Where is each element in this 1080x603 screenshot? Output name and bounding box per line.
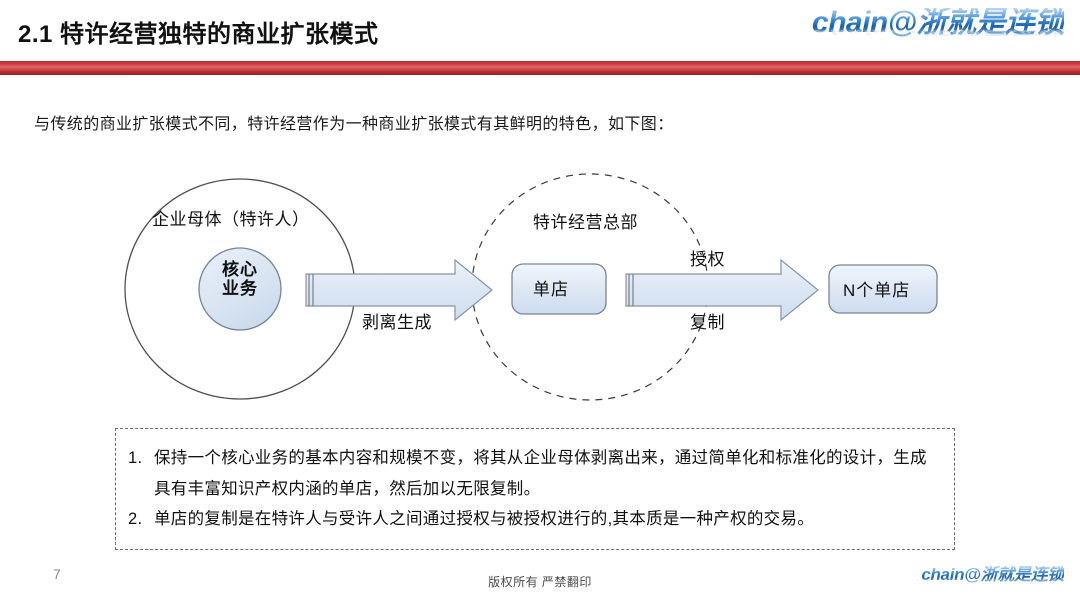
note-number: 2. <box>128 510 143 529</box>
note-number: 1. <box>128 449 143 467</box>
header-divider-bar <box>0 61 1080 75</box>
page-title: 2.1 特许经营独特的商业扩张模式 <box>18 21 379 48</box>
footer-brand-logo-text: chain@浙就是连锁 <box>921 565 1064 584</box>
arrow-authorize-label: 授权 <box>690 250 725 269</box>
core-business-label: 核心 业务 <box>199 260 281 298</box>
list-item: 1. 保持一个核心业务的基本内容和规模不变，将其从企业母体剥离出来，通过简单化和… <box>128 443 940 504</box>
footer-brand-logo: chain@浙就是连锁 chain@浙就是连锁 <box>921 566 1064 591</box>
parent-company-label: 企业母体（特许人） <box>152 210 310 229</box>
n-shops-box <box>828 264 938 314</box>
note-text: 单店的复制是在特许人与受许人之间通过授权与被授权进行的,其本质是一种产权的交易。 <box>154 510 815 529</box>
arrow-strip-generate <box>305 258 493 322</box>
brand-logo-reflection: chain@浙就是连锁 <box>764 30 1064 36</box>
note-text: 保持一个核心业务的基本内容和规模不变，将其从企业母体剥离出来，通过简单化和标准化… <box>154 449 927 498</box>
core-business-label-line1: 核心 <box>222 260 258 279</box>
arrow-strip-generate-label: 剥离生成 <box>362 313 432 332</box>
brand-logo-text: chain@浙就是连锁 <box>764 8 1065 38</box>
n-shops-label: N个单店 <box>843 281 911 300</box>
arrow-replicate-label: 复制 <box>690 313 725 332</box>
footer-copyright: 版权所有 严禁翻印 <box>488 575 592 589</box>
core-business-circle <box>198 247 282 331</box>
single-shop-label: 单店 <box>533 280 569 299</box>
page-number: 7 <box>53 566 61 582</box>
list-item: 2. 单店的复制是在特许人与受许人之间通过授权与被授权进行的,其本质是一种产权的… <box>128 504 940 535</box>
franchise-hq-label: 特许经营总部 <box>533 213 638 232</box>
header-divider-highlight <box>0 59 1080 61</box>
franchise-expansion-diagram: 企业母体（特许人） 核心 业务 剥离生成 特许经营总部 单店 授权 复制 N个单… <box>0 150 1080 420</box>
notes-list: 1. 保持一个核心业务的基本内容和规模不变，将其从企业母体剥离出来，通过简单化和… <box>116 429 954 535</box>
arrow-authorize-replicate <box>625 258 819 322</box>
core-business-label-line2: 业务 <box>222 279 258 299</box>
single-shop-box <box>511 263 607 315</box>
notes-box: 1. 保持一个核心业务的基本内容和规模不变，将其从企业母体剥离出来，通过简单化和… <box>115 428 955 550</box>
footer-brand-logo-reflection: chain@浙就是连锁 <box>921 580 1064 583</box>
intro-paragraph: 与传统的商业扩张模式不同，特许经营作为一种商业扩张模式有其鲜明的特色，如下图： <box>34 116 674 133</box>
brand-logo: chain@浙就是连锁 chain@浙就是连锁 <box>764 8 1065 54</box>
